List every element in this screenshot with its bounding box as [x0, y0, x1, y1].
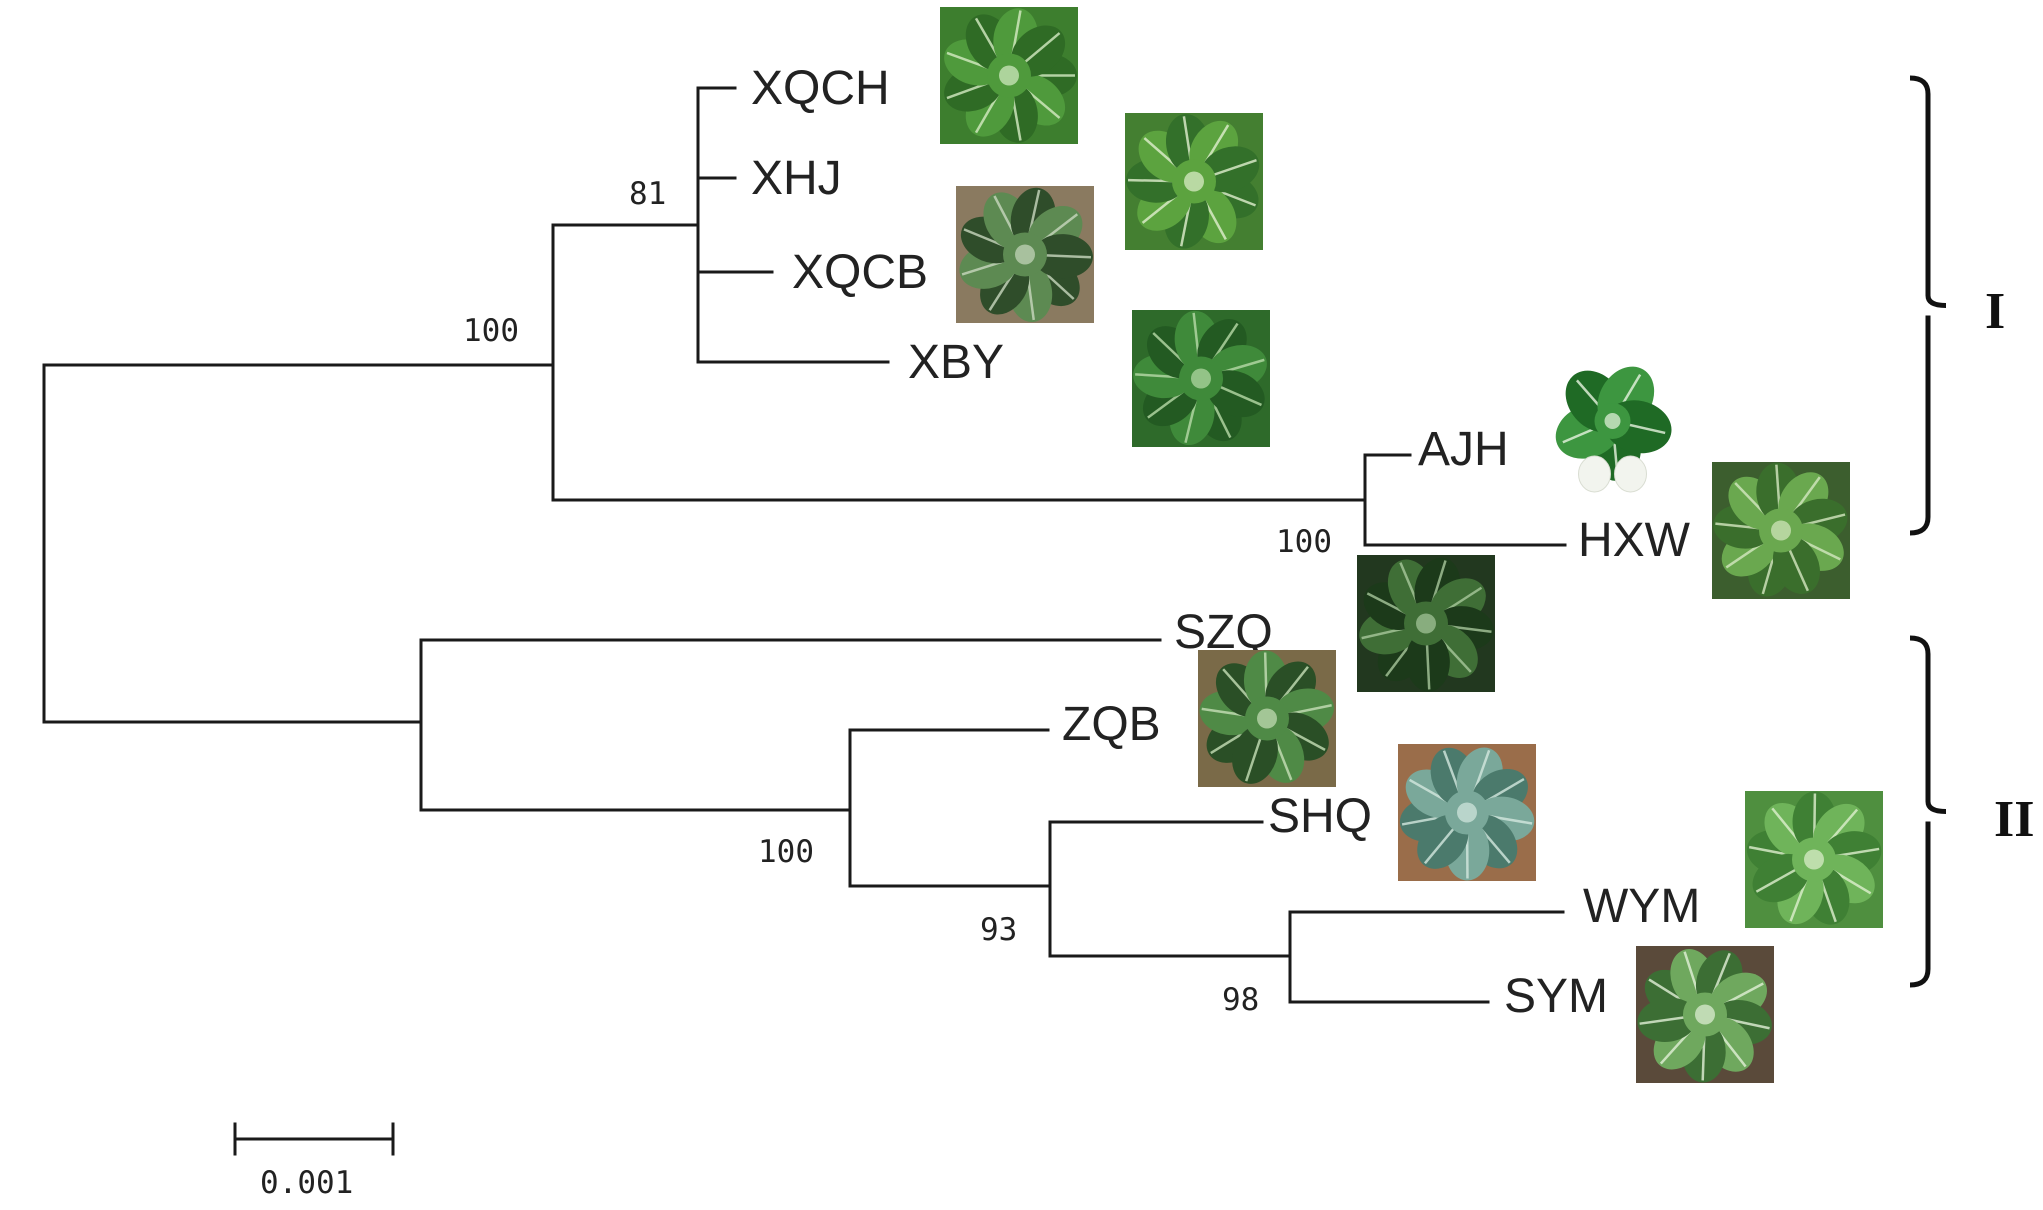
taxon-label-xby: XBY	[908, 336, 1004, 389]
clade-label-i: I	[1985, 283, 2005, 340]
bootstrap-value: 98	[1222, 982, 1259, 1018]
leafy-cabbage-photo	[940, 7, 1078, 144]
rosette-cabbage-photo	[1132, 310, 1270, 447]
taxon-label-sym: SYM	[1504, 970, 1608, 1023]
taxon-label-xqch: XQCH	[751, 62, 890, 115]
bootstrap-value: 100	[1276, 524, 1332, 560]
taxon-label-ajh: AJH	[1418, 423, 1509, 476]
bok-choy-cutout-photo	[1540, 366, 1685, 496]
scale-bar	[233, 1122, 395, 1156]
bright-pak-choi-photo	[1745, 791, 1883, 928]
blue-green-pak-choi-photo	[1398, 744, 1536, 881]
crinkled-greens-photo	[1712, 462, 1850, 599]
tree-branches	[42, 86, 1567, 1004]
taxon-label-hxw: HXW	[1578, 514, 1691, 567]
dark-cabbage-photo	[956, 186, 1094, 323]
taxon-label-wym: WYM	[1583, 880, 1700, 933]
clade-bracket	[1909, 75, 1947, 536]
bootstrap-value: 100	[463, 313, 519, 349]
taxon-label-xqcb: XQCB	[792, 246, 928, 299]
taxon-label-xhj: XHJ	[751, 152, 842, 205]
bootstrap-value: 93	[980, 912, 1017, 948]
taxon-label-shq: SHQ	[1268, 790, 1372, 843]
bootstrap-value: 100	[758, 834, 814, 870]
spoon-pak-choi-photo	[1636, 946, 1774, 1083]
clade-label-ii: II	[1994, 791, 2034, 848]
taxon-label-zqb: ZQB	[1062, 698, 1161, 751]
field-bok-choy-photo	[1198, 650, 1336, 787]
clade-bracket	[1909, 635, 1947, 988]
scale-bar-label: 0.001	[260, 1165, 353, 1201]
dark-bok-choy-photo	[1357, 555, 1495, 692]
bootstrap-value: 81	[629, 176, 666, 212]
curly-cabbage-photo	[1125, 113, 1263, 250]
